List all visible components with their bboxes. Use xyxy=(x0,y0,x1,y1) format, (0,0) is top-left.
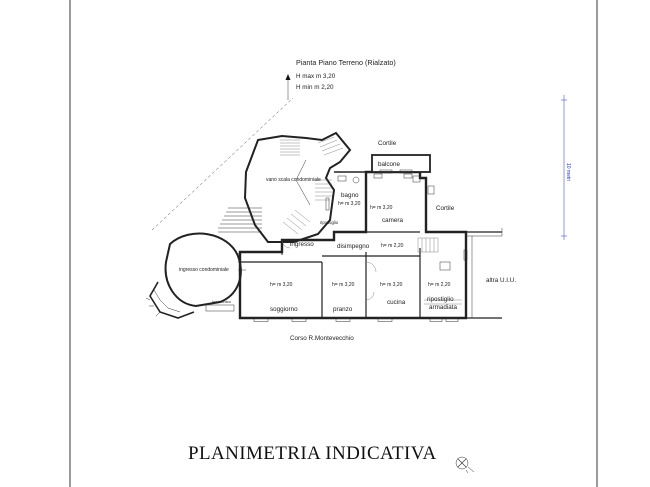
label-altra-uiu: altra U.I.U. xyxy=(486,277,516,284)
label-cortile-top: Cortile xyxy=(378,140,397,147)
label-disimpegno: disimpegno xyxy=(337,243,370,250)
compass-icon xyxy=(455,456,475,474)
height-min: H min m 2,20 xyxy=(296,84,334,91)
label-pranzo-height: h= m 3,20 xyxy=(332,282,355,288)
label-soggiorno: soggiorno xyxy=(270,306,298,313)
label-vano-scala: vano scala condominiale xyxy=(266,177,321,183)
label-balcone: balcone xyxy=(378,161,401,168)
stairwell xyxy=(218,131,352,243)
label-ripostiglio-height: h= m 2,20 xyxy=(428,282,451,288)
scale-bar: 10 metri xyxy=(561,95,571,240)
label-camera-height: h= m 3,20 xyxy=(370,205,393,211)
adjacent-unit xyxy=(427,185,503,319)
condo-entrance xyxy=(145,232,246,319)
plan-heading: Pianta Piano Terreno (Rialzato) xyxy=(296,58,396,67)
facade-windows xyxy=(253,169,468,322)
drawing-title: PLANIMETRIA INDICATIVA xyxy=(188,443,437,464)
label-bagno: bagno xyxy=(341,192,359,199)
label-loc-tecnico: loc.tecnico xyxy=(212,299,232,304)
label-cucina: cucina xyxy=(387,299,406,306)
label-bagno-height: h= m 3,20 xyxy=(338,201,361,207)
street-name: Corso R.Montevecchio xyxy=(290,335,354,342)
balcony xyxy=(371,154,431,173)
label-ingresso-condominiale: ingresso condominiale xyxy=(179,267,229,273)
label-disimpegno-height: h= m 2,20 xyxy=(381,243,404,249)
label-ingresso: ingresso xyxy=(290,241,314,248)
label-cucina-height: h= m 3,20 xyxy=(380,282,403,288)
north-arrow-icon xyxy=(285,74,291,100)
scale-label: 10 metri xyxy=(565,163,571,181)
site-boundary xyxy=(151,97,294,231)
height-max: H max m 3,20 xyxy=(296,73,336,80)
label-pranzo: pranzo xyxy=(333,306,353,313)
label-cortile-right: Cortile xyxy=(436,205,455,212)
label-ripostiglio: ripostiglio xyxy=(427,296,454,303)
label-ripostiglio-small: ripostiglio xyxy=(320,220,339,225)
label-camera: camera xyxy=(382,217,403,224)
label-soggiorno-height: h= m 3,20 xyxy=(270,282,293,288)
label-armadiata: armadiata xyxy=(429,304,457,311)
